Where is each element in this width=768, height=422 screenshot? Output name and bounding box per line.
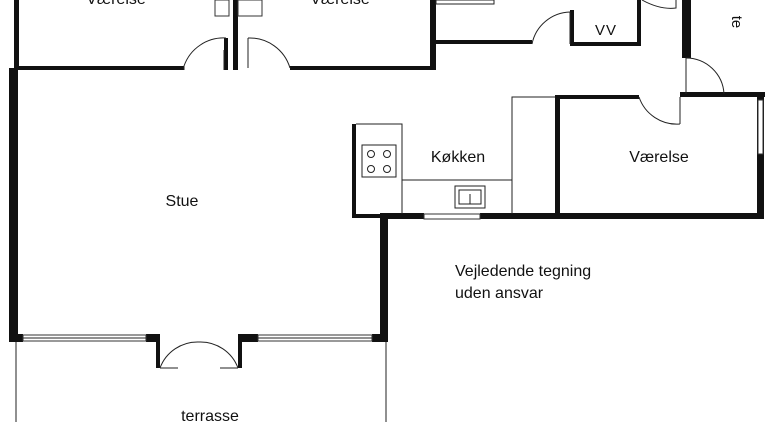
wall-kitchen-left [352, 124, 356, 218]
wall-bottom-door-right [240, 334, 258, 342]
door-right-side [685, 57, 725, 95]
burner-1 [367, 150, 375, 158]
wall-kitchen-bottom [352, 214, 382, 218]
wall-top-left [14, 0, 19, 70]
small-room-top-line [435, 0, 495, 5]
wall-h-mid [290, 66, 436, 70]
door-bottom-left [159, 341, 200, 369]
door-top-mid [247, 37, 291, 69]
top-right-fixture [641, 0, 677, 9]
wall-utility-left [570, 10, 574, 46]
stove [361, 144, 397, 178]
burner-3 [367, 165, 375, 173]
wall-small-room-bottom [436, 40, 532, 44]
wall-utility-right [637, 0, 641, 46]
wall-bottom-b [480, 213, 764, 219]
room-label-top-mid: Værelse [310, 0, 370, 8]
wall-right-room-left [555, 95, 560, 217]
door-top-left [183, 37, 227, 70]
room-label-right: Værelse [629, 149, 689, 166]
room-label-living: Stue [166, 193, 199, 210]
door-jamb-right [238, 334, 242, 368]
wall-bottom-right-corner [372, 334, 388, 342]
note-line-2: uden ansvar [455, 285, 544, 302]
top-right-clip-label: te [728, 16, 745, 29]
wall-left [9, 68, 18, 342]
room-label-top-left: Værelse [86, 0, 146, 8]
wall-right-room-right [757, 92, 764, 218]
walls [9, 0, 765, 368]
labels: Værelse Værelse VV te Værelse Køkken Stu… [86, 0, 745, 422]
door-jamb-left [156, 334, 160, 368]
wall-utility-bottom [570, 42, 640, 46]
wall-right-room-top-a [555, 95, 639, 99]
room-label-kitchen: Køkken [431, 149, 485, 166]
utility-label: VV [595, 22, 617, 39]
wall-divider-stub [224, 38, 228, 70]
terrace-label: terrasse [181, 408, 239, 422]
wall-bottom-left-corner [9, 334, 23, 342]
burner-4 [383, 165, 391, 173]
door-hall [531, 11, 571, 45]
burner-2 [383, 150, 391, 158]
wall-bottom-door-left [146, 334, 160, 342]
door-right-room [638, 96, 681, 125]
window-top-small-b [237, 0, 263, 17]
note-line-1: Vejledende tegning [455, 263, 591, 280]
window-top-small [214, 0, 230, 17]
thin-lines [15, 0, 764, 422]
wall-right-top [682, 0, 691, 58]
wall-h-left [14, 66, 184, 70]
door-bottom-right [198, 341, 239, 369]
doors [159, 11, 725, 369]
wall-top-mid-right [430, 0, 436, 70]
wall-right-room-top-b [680, 92, 765, 97]
wall-bottom-a [380, 213, 424, 219]
window-kitchen [423, 213, 481, 220]
window-right-room [757, 99, 764, 155]
wall-divider-top [233, 0, 238, 70]
kitchen-counter-outline [356, 96, 555, 181]
wall-living-right [380, 214, 388, 342]
sink [454, 185, 486, 209]
